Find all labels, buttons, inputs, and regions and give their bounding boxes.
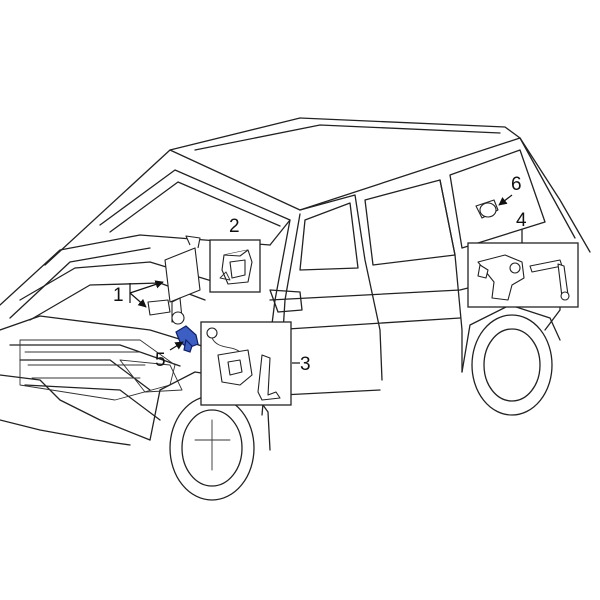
part-3-height-sensor[interactable] (206, 327, 281, 401)
callout-5-label: 5 (155, 350, 166, 371)
part-5-sensor[interactable] (175, 325, 199, 353)
callout-1-label: 1 (113, 285, 124, 306)
callout-1-leader (129, 280, 164, 308)
part-6-switch[interactable] (475, 199, 499, 219)
callout-6-leader (498, 194, 513, 206)
part-4-height-sensor[interactable] (477, 254, 570, 301)
part-2-relay[interactable] (219, 249, 253, 285)
callout-5-leader (169, 341, 184, 351)
callout-4-label: 4 (516, 210, 527, 231)
callout-3-label: 3 (300, 354, 311, 375)
callout-2-label: 2 (229, 216, 240, 237)
part-1-control-module[interactable] (147, 235, 201, 325)
vehicle-outline (0, 117, 591, 501)
callout-6-label: 6 (511, 174, 522, 195)
